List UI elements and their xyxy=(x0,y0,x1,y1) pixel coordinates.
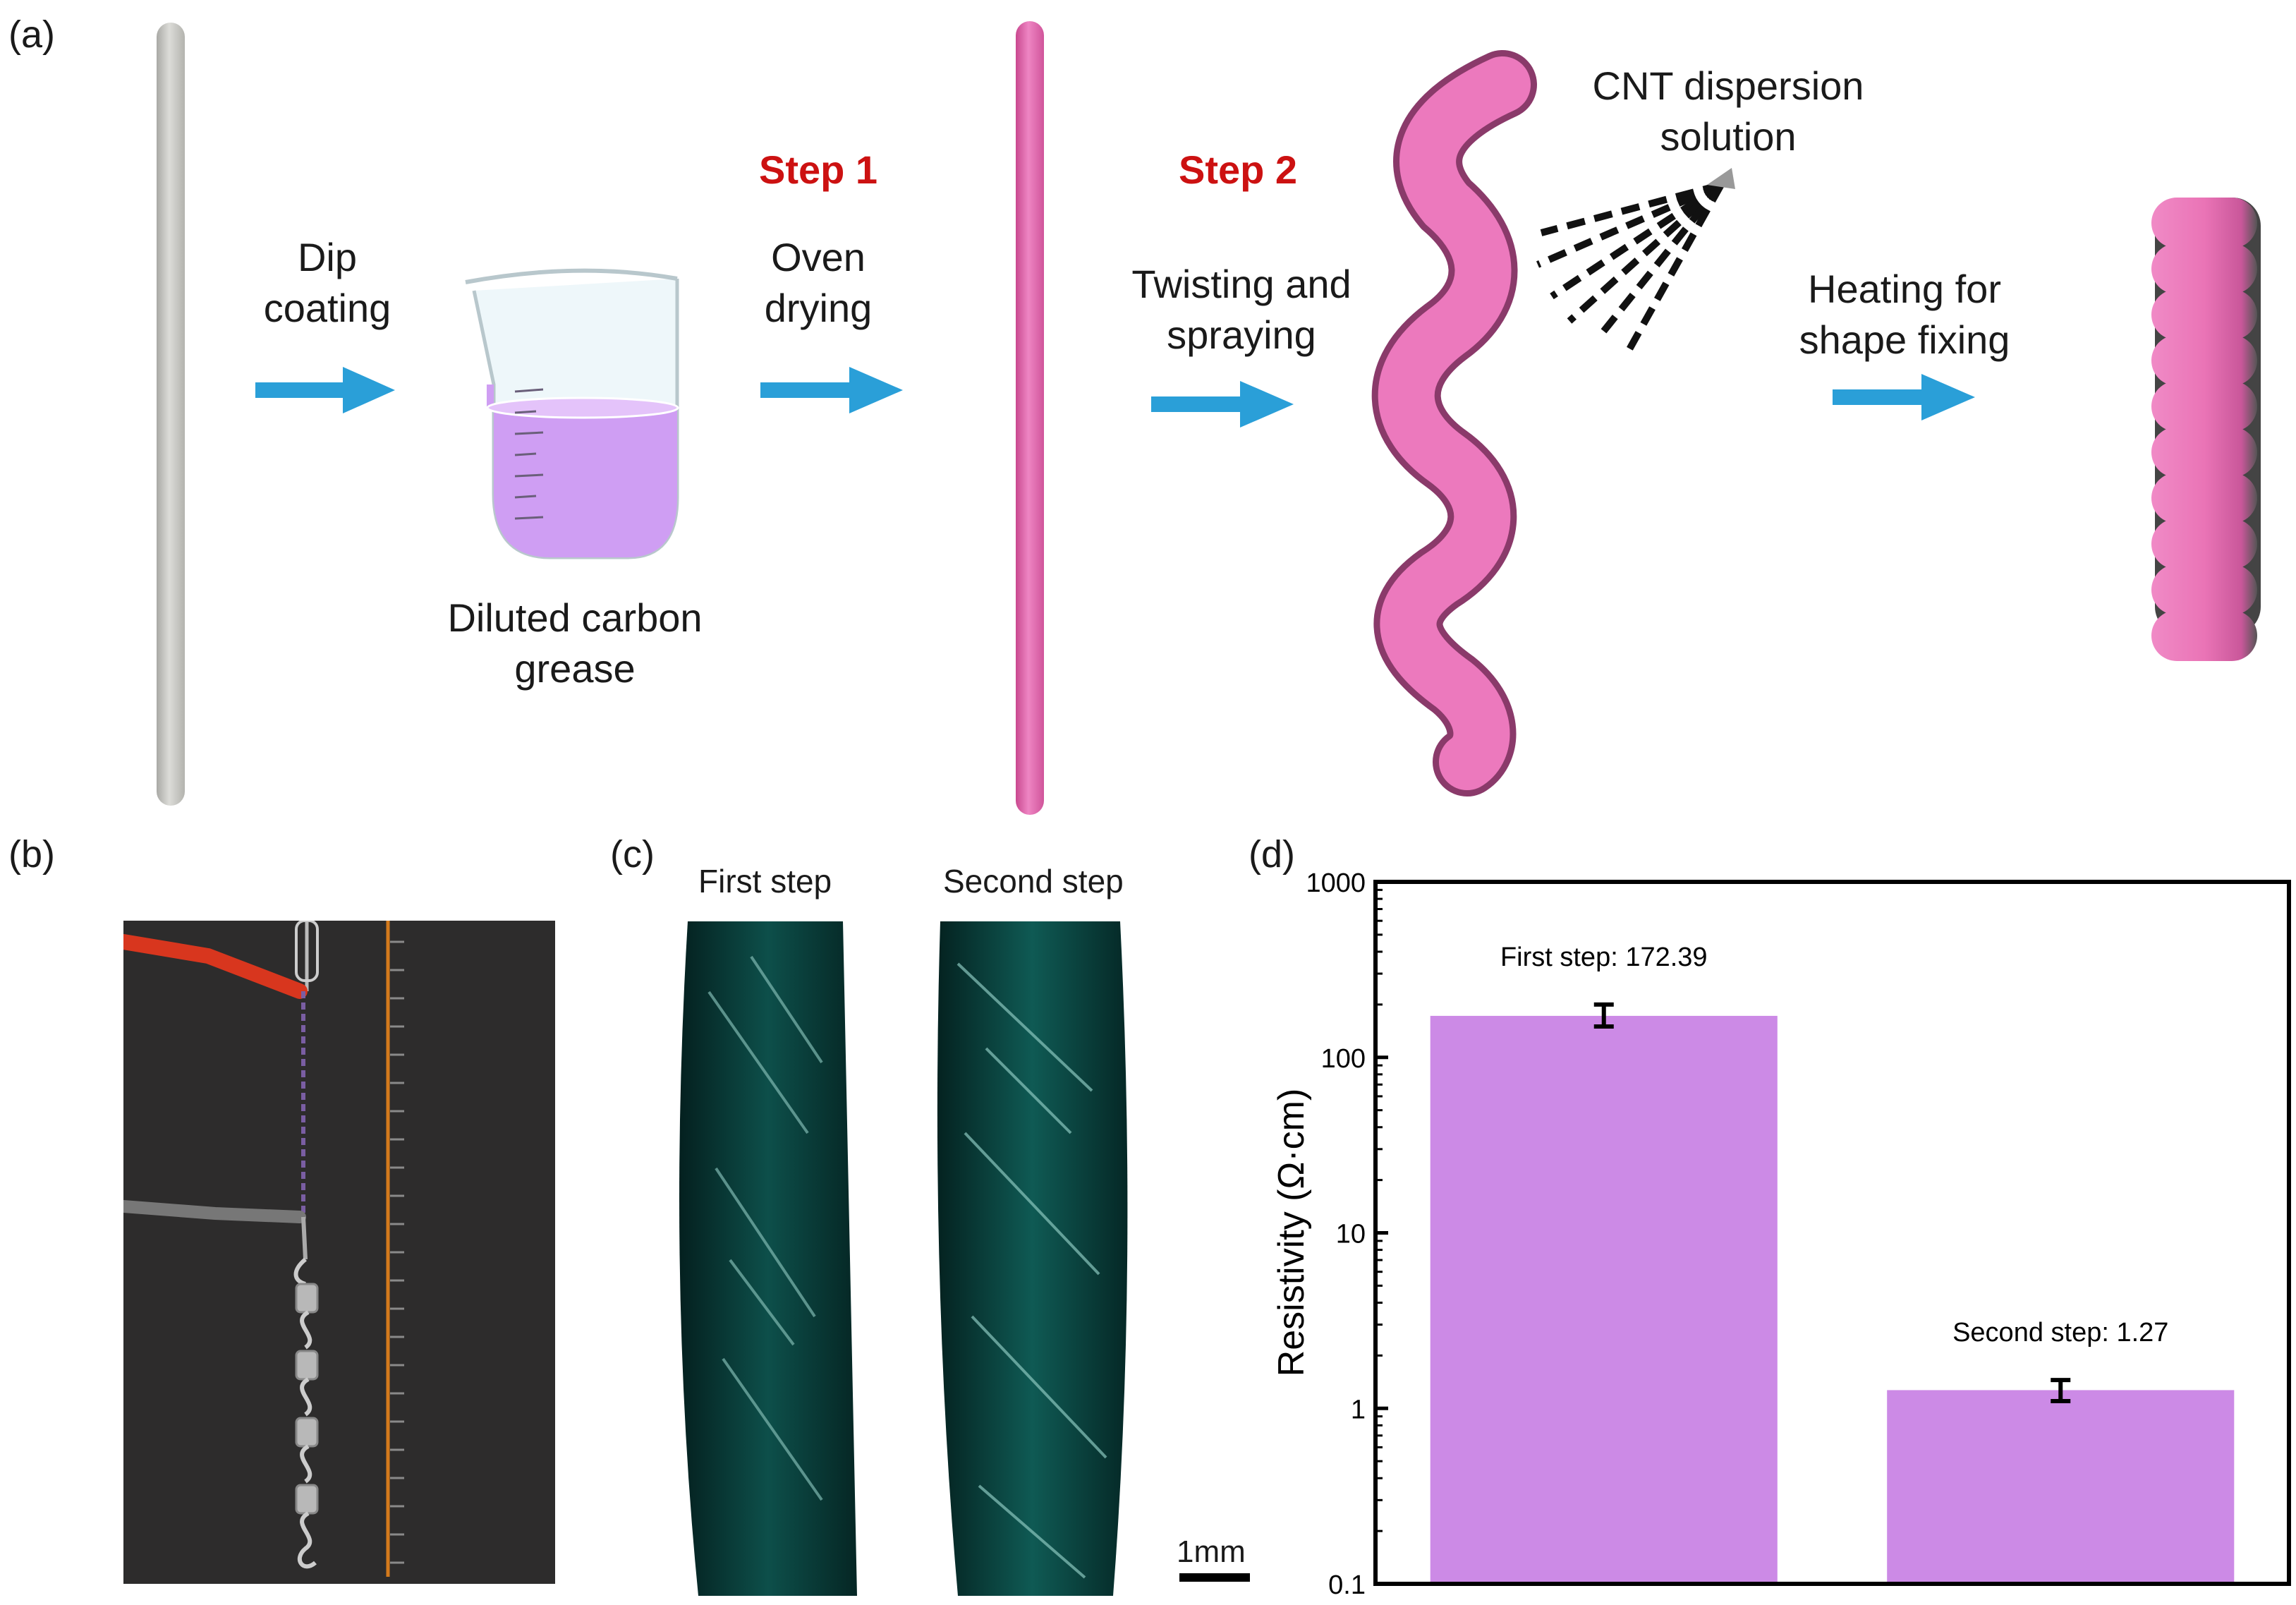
grease-caption: Diluted carbon grease xyxy=(416,593,734,694)
setup-illustration xyxy=(123,921,555,1584)
dip-coating-text: Dip coating xyxy=(263,235,391,330)
error-bars xyxy=(1593,1002,2071,1403)
bar-2 xyxy=(1887,1390,2235,1582)
ruler-ticks xyxy=(390,940,404,1564)
oven-drying-caption: Oven drying xyxy=(748,232,889,334)
panel-d-label: (d) xyxy=(1249,833,1295,876)
y-tick-label: 10 xyxy=(1336,1220,1366,1249)
dip-coating-caption: Dip coating xyxy=(257,232,398,334)
first-step-micrograph xyxy=(667,921,857,1596)
heating-text: Heating for shape fixing xyxy=(1799,267,2010,362)
panel-b-label: (b) xyxy=(8,833,55,876)
uncoated-fiber-rod xyxy=(157,23,185,806)
error-bar-2 xyxy=(2051,1378,2071,1403)
scale-bar xyxy=(1179,1573,1250,1582)
data-label-2: Second step: 1.27 xyxy=(1952,1318,2168,1347)
weights xyxy=(293,1257,319,1569)
data-label-1: First step: 172.39 xyxy=(1500,943,1708,972)
bars xyxy=(1430,1015,2235,1582)
y-tick-label: 0.1 xyxy=(1328,1570,1366,1600)
arrow-twisting xyxy=(1151,381,1294,428)
oven-drying-text: Oven drying xyxy=(764,235,873,330)
arrow-heating xyxy=(1833,374,1975,420)
y-tick-label: 100 xyxy=(1321,1044,1366,1074)
error-bar-1 xyxy=(1593,1002,1614,1029)
step2-title: Step 2 xyxy=(1178,147,1298,192)
arrow-oven-drying xyxy=(760,367,903,413)
twisting-text: Twisting and spraying xyxy=(1131,262,1352,357)
twisted-helix-fiber xyxy=(1371,50,1537,797)
bar-1 xyxy=(1430,1015,1778,1582)
beaker-icon xyxy=(465,268,679,559)
black-clip xyxy=(123,1200,306,1223)
arrow-dip-coating xyxy=(255,367,395,413)
coated-fiber-rod xyxy=(1016,21,1044,815)
scale-bar-label: 1mm xyxy=(1177,1534,1246,1569)
spray-icon xyxy=(1536,181,1725,351)
second-step-caption: Second step xyxy=(943,863,1124,900)
red-clip xyxy=(123,934,308,999)
second-step-micrograph xyxy=(930,921,1134,1596)
heat-set-coil xyxy=(2151,198,2261,661)
y-axis-ticks: 0.1 1 10 100 1000 xyxy=(1306,868,1388,1600)
heating-caption: Heating for shape fixing xyxy=(1763,264,2046,365)
first-step-caption: First step xyxy=(698,863,832,900)
nozzle-icon xyxy=(1707,168,1735,189)
cnt-text: CNT dispersion solution xyxy=(1592,63,1864,159)
twisting-caption: Twisting and spraying xyxy=(1107,259,1375,361)
panel-a-label: (a) xyxy=(8,13,55,56)
setup-photo xyxy=(123,921,555,1584)
step1-title: Step 1 xyxy=(758,147,878,192)
y-axis-label: Resistivity (Ω·cm) xyxy=(1271,1089,1312,1377)
process-diagram xyxy=(157,21,2261,815)
y-tick-label: 1000 xyxy=(1306,868,1366,898)
grease-text: Diluted carbon grease xyxy=(447,595,703,691)
panel-c-label: (c) xyxy=(610,833,655,876)
cnt-caption: CNT dispersion solution xyxy=(1566,61,1890,162)
y-tick-label: 1 xyxy=(1351,1395,1366,1424)
